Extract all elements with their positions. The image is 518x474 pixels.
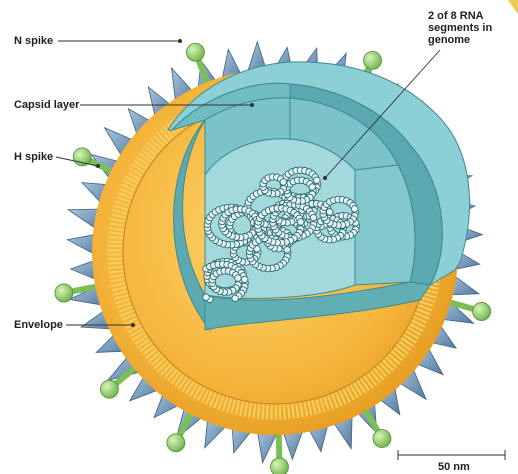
n-spike-head <box>186 43 204 61</box>
rna-bead <box>314 177 321 184</box>
rna-bead <box>351 206 358 213</box>
rna-bead <box>203 294 210 301</box>
rna-bead <box>326 209 333 216</box>
rna-bead <box>284 246 291 253</box>
rna-bead <box>235 275 242 282</box>
n-spike-head <box>167 434 185 452</box>
n-spike-head <box>473 302 491 320</box>
n-spike-head <box>270 458 288 474</box>
rna-bead <box>232 295 239 302</box>
n-spike-head <box>364 51 382 69</box>
label-rna-segments: 2 of 8 RNA segments in genome <box>428 10 508 46</box>
rna-bead <box>297 219 304 226</box>
scale-bar <box>398 450 505 460</box>
rna-bead <box>310 214 317 221</box>
label-envelope: Envelope <box>14 319 63 331</box>
n-spike-head <box>100 380 118 398</box>
n-spike-head <box>55 284 73 302</box>
capsid-inner-right-wall <box>355 165 415 285</box>
rna-bead <box>309 184 316 191</box>
rna-bead <box>280 179 287 186</box>
label-capsid-layer: Capsid layer <box>14 99 79 111</box>
n-spike-stalk <box>279 431 280 461</box>
n-spike-head <box>73 148 91 166</box>
label-h-spike: H spike <box>14 151 53 163</box>
scale-bar-label: 50 nm <box>438 461 470 473</box>
label-n-spike: N spike <box>14 35 53 47</box>
n-spike-head <box>373 429 391 447</box>
corner-tab <box>508 0 518 14</box>
